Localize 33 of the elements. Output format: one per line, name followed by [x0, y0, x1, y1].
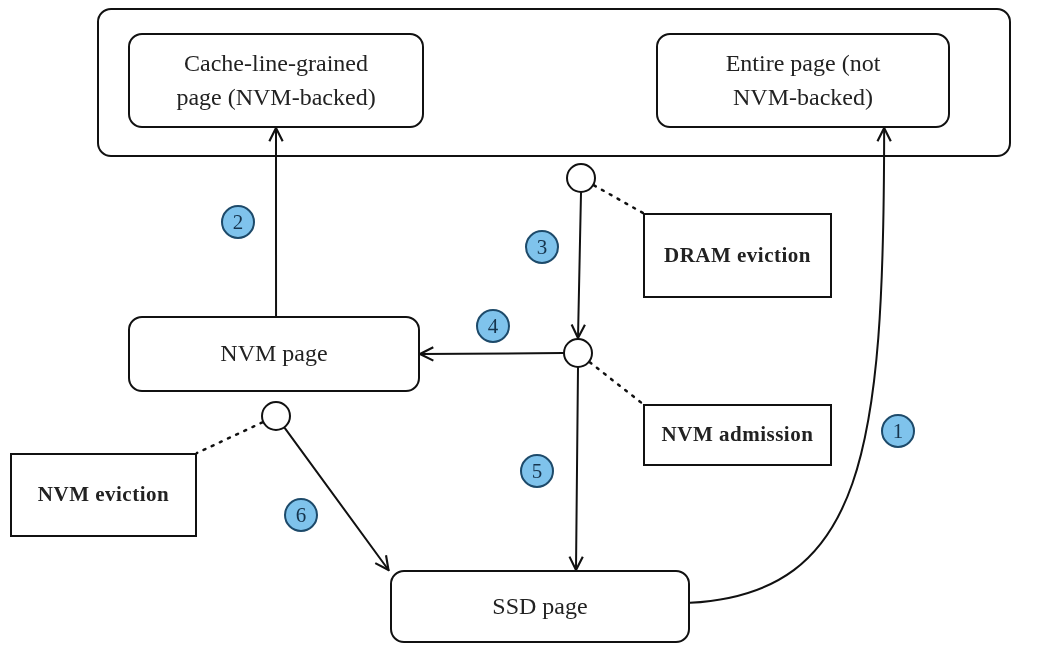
step-number: 4 — [476, 309, 510, 343]
step-number: 2 — [221, 205, 255, 239]
leader-line — [592, 184, 645, 215]
node-label: Cache-line-grained page (NVM-backed) — [175, 48, 377, 112]
node-label: NVM admission — [661, 421, 814, 449]
page-box — [128, 316, 420, 392]
arrow — [568, 367, 584, 572]
arrow — [418, 346, 564, 362]
policy-box — [10, 453, 197, 537]
node-label: NVM eviction — [37, 481, 170, 509]
page-box — [656, 33, 950, 128]
decision-point-circle — [261, 401, 291, 431]
node-label: DRAM eviction — [663, 241, 812, 269]
arrow — [689, 126, 892, 604]
node-label: Entire page (not NVM-backed) — [724, 48, 882, 112]
page-box — [128, 33, 424, 128]
leader-line — [195, 421, 264, 455]
node-label: NVM page — [220, 339, 328, 369]
node-label: SSD page — [492, 591, 588, 621]
step-number: 5 — [520, 454, 554, 488]
step-number: 6 — [284, 498, 318, 532]
page-box — [390, 570, 690, 643]
memory-region-box — [97, 8, 1011, 157]
policy-box — [643, 213, 832, 298]
arrow — [570, 192, 586, 340]
policy-box — [643, 404, 832, 466]
arrow — [268, 126, 284, 317]
decision-point-circle — [563, 338, 593, 368]
arrow — [283, 427, 390, 572]
step-number: 1 — [881, 414, 915, 448]
decision-point-circle — [566, 163, 596, 193]
step-number: 3 — [525, 230, 559, 264]
leader-line — [588, 361, 645, 406]
